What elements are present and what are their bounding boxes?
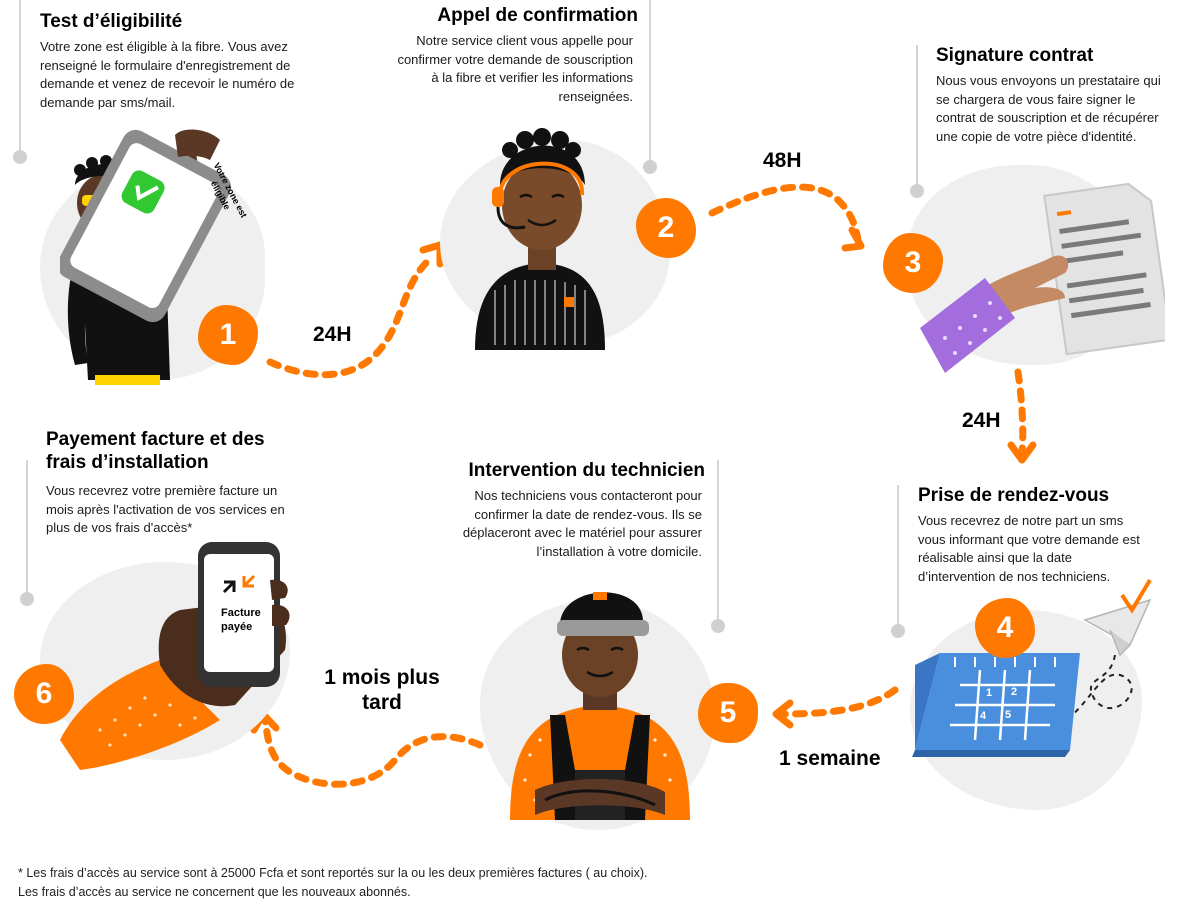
step-4-description: Vous recevrez de notre part un sms vous … (918, 513, 1140, 584)
footnote: * Les frais d’accès au service sont à 25… (18, 864, 647, 902)
person-with-phone-illustration (60, 129, 232, 385)
invoice-phone-illustration (60, 542, 290, 770)
step-3-badge: 3 (883, 233, 943, 293)
calendar-icon (912, 653, 1080, 757)
step-5-badge: 5 (698, 683, 758, 743)
step-4-title: Prise de rendez-vous (918, 485, 1110, 506)
calendar-day-1: 1 (986, 687, 993, 699)
step-4-badge: 4 (975, 598, 1035, 658)
step-3-number: 3 (904, 246, 922, 279)
timeline-line (916, 45, 918, 185)
delay-2-3: 48H (763, 149, 802, 172)
step-1-description: Votre zone est éligible à la fibre. Vous… (40, 39, 295, 110)
footnote-line-2: Les frais d’accès au service ne concerne… (18, 885, 411, 899)
calendar-illustration (912, 578, 1152, 757)
arrowhead-4 (1007, 441, 1037, 464)
arrowhead-3 (841, 226, 865, 252)
arrow-3-4 (1014, 368, 1027, 456)
step-5-number: 5 (719, 696, 737, 729)
delay-1-2: 24H (313, 323, 352, 346)
delay-3-4: 24H (962, 409, 1001, 432)
timeline-dot (13, 150, 27, 164)
timeline-line (649, 0, 651, 160)
timeline-dot (891, 624, 905, 638)
footnote-line-1: * Les frais d’accès au service sont à 25… (18, 866, 648, 880)
step-1-badge: 1 (198, 305, 258, 365)
arrow-5-6 (261, 716, 484, 788)
invoice-paid-text: Facture payée (221, 607, 261, 633)
timeline-line (19, 0, 21, 150)
step-6-number: 6 (35, 677, 53, 710)
step-2-description: Notre service client vous appelle pour c… (397, 33, 633, 104)
arrow-2-3 (708, 183, 862, 244)
delay-4-5: 1 semaine (779, 747, 881, 770)
timeline-dot (711, 619, 725, 633)
document-icon (1043, 182, 1165, 356)
step-2-title: Appel de confirmation (437, 5, 638, 26)
step-4-number: 4 (996, 611, 1014, 644)
contract-signature-illustration (920, 182, 1165, 373)
check-icon (121, 170, 165, 214)
timeline-line (26, 460, 28, 600)
arrow-1-2 (266, 253, 436, 379)
paper-plane-icon (1083, 578, 1152, 657)
step-3-description: Nous vous envoyons un prestataire qui se… (936, 73, 1161, 144)
timeline-dot (643, 160, 657, 174)
step-1-number: 1 (219, 318, 237, 351)
headset-icon (497, 161, 585, 201)
calendar-day-4: 4 (980, 710, 987, 722)
timeline-line (717, 460, 719, 620)
delay-5-6: 1 mois plus tard (324, 666, 440, 714)
step-6-badge: 6 (14, 664, 74, 724)
arrows-icon (222, 574, 256, 594)
step-5-description: Nos techniciens vous contacteront pour c… (462, 488, 702, 559)
timeline-dot (910, 184, 924, 198)
step-3-title: Signature contrat (936, 45, 1094, 66)
timeline-dot (20, 592, 34, 606)
step-5-title: Intervention du technicien (468, 460, 705, 481)
step-6-title: Payement facture et des frais d’installa… (46, 429, 265, 473)
timeline-line (897, 485, 899, 625)
technician-illustration (510, 592, 690, 820)
step-6-description: Vous recevrez votre première facture un … (46, 483, 285, 535)
calendar-day-2: 2 (1011, 686, 1018, 698)
step-2-badge: 2 (636, 198, 696, 258)
customer-service-agent-illustration (475, 128, 605, 350)
arrowhead-5 (772, 699, 794, 729)
step-1-title: Test d’éligibilité (40, 11, 183, 32)
step-2-number: 2 (657, 211, 675, 244)
arrow-4-5 (781, 686, 899, 718)
calendar-day-5: 5 (1005, 709, 1012, 721)
orange-logo-icon (564, 297, 574, 307)
